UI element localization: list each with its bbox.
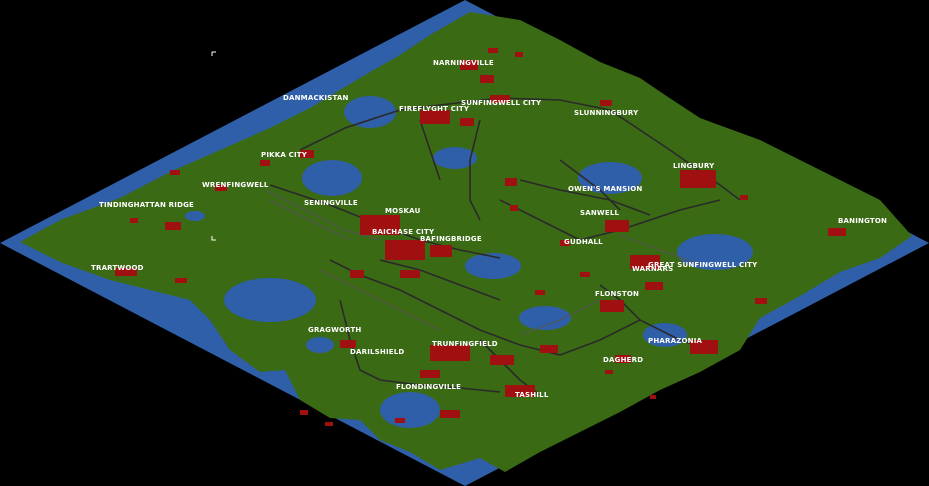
lake [677, 234, 753, 270]
lake [465, 253, 521, 279]
town-label[interactable]: DARILSHIELD [350, 348, 404, 356]
lake [643, 323, 687, 347]
town-label[interactable]: SLUNNINGBURY [574, 109, 639, 117]
lake [302, 160, 362, 196]
lake [344, 96, 396, 128]
town-label[interactable]: DANMACKISTAN [283, 94, 349, 102]
town-label[interactable]: MOSKAU [385, 207, 421, 215]
town-label[interactable]: GREAT SUNFINGWELL CITY [648, 261, 758, 269]
town-label[interactable]: LINGBURY [673, 162, 715, 170]
town-labels: NARNINGVILLE DANMACKISTAN FIREFLYGHT CIT… [91, 59, 887, 399]
town-label[interactable]: BAICHASE CITY [372, 228, 435, 236]
town-label[interactable]: GRAGWORTH [308, 326, 361, 334]
land-mass [20, 12, 912, 472]
town-label[interactable]: TINDINGHATTAN RIDGE [99, 201, 194, 209]
town-label[interactable]: FLONSTON [595, 290, 639, 298]
lake [519, 306, 571, 330]
buildings [115, 48, 846, 426]
town-label[interactable]: TRARTWOOD [91, 264, 144, 272]
lake [224, 278, 316, 322]
lake [380, 392, 440, 428]
town-label[interactable]: PHARAZONIA [648, 337, 703, 345]
town-label[interactable]: FIREFLYGHT CITY [399, 105, 470, 113]
town-label[interactable]: OWEN'S MANSION [568, 185, 642, 193]
town-label[interactable]: DAGHERD [603, 356, 643, 364]
town-label[interactable]: WRENFINGWELL [202, 181, 269, 189]
town-label[interactable]: BAFINGBRIDGE [420, 235, 482, 243]
lake [306, 337, 334, 353]
lake [185, 211, 205, 221]
town-label[interactable]: SANWELL [580, 209, 619, 217]
town-label[interactable]: TASHILL [515, 391, 549, 399]
town-label[interactable]: SUNFINGWELL CITY [461, 99, 542, 107]
town-label[interactable]: GUDHALL [564, 238, 603, 246]
town-label[interactable]: TRUNFINGFIELD [432, 340, 498, 348]
town-label[interactable]: NARNINGVILLE [433, 59, 494, 67]
town-label[interactable]: PIKKA CITY [261, 151, 308, 159]
town-label[interactable]: FLONDINGVILLE [396, 383, 461, 391]
town-label[interactable]: WARNARS [632, 265, 673, 273]
cursor-markers [211, 51, 216, 241]
lake [433, 147, 477, 169]
town-label[interactable]: BANINGTON [838, 217, 887, 225]
town-label[interactable]: SENINGVILLE [304, 199, 358, 207]
